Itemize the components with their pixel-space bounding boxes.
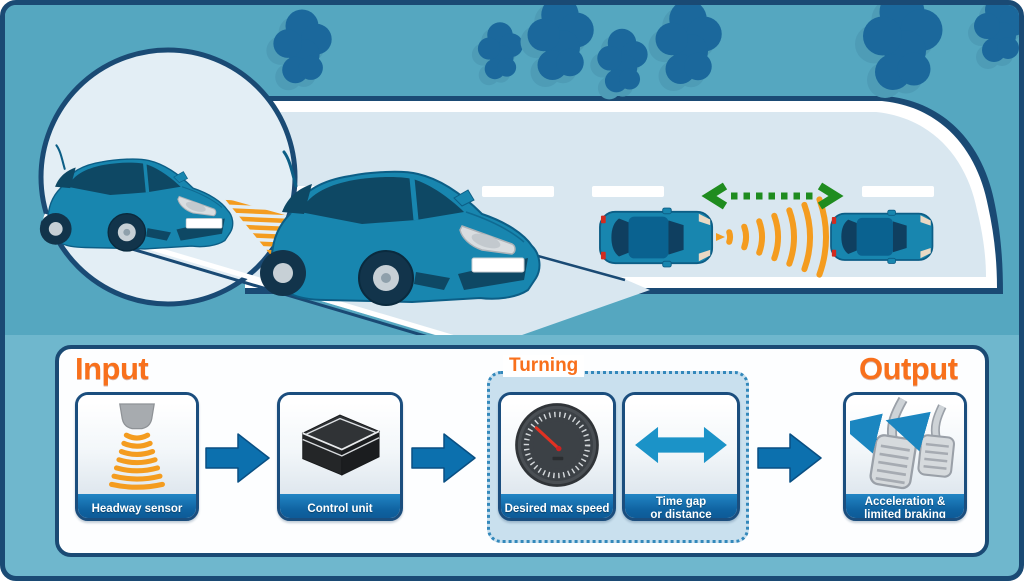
following-car-topdown [599, 207, 714, 268]
flow-arrow-icon [411, 433, 476, 483]
acceleration-braking-box: Acceleration & limited braking [843, 392, 967, 521]
road-scene-illustration [5, 5, 1019, 335]
input-heading: Input [75, 351, 149, 386]
flow-arrow-icon [205, 433, 270, 483]
output-heading: Output [859, 351, 958, 386]
box-label: Acceleration & limited braking [846, 494, 964, 518]
turning-heading: Turning [503, 355, 585, 377]
box-label: Control unit [280, 494, 400, 518]
box-label: Time gap or distance [625, 494, 737, 518]
radar-sensor-icon [78, 395, 196, 494]
box-label: Desired max speed [501, 494, 613, 518]
distance-arrow [701, 182, 844, 210]
control-unit-box: Control unit [277, 392, 403, 521]
desired-max-speed-box: Desired max speed [498, 392, 616, 521]
flow-arrow-icon [757, 433, 822, 483]
lead-car-topdown [830, 209, 934, 265]
flow-panel: Input Output Turning [55, 345, 989, 557]
time-gap-box: Time gap or distance [622, 392, 740, 521]
pedals-icon [846, 395, 964, 494]
radar-beam-topdown [716, 196, 829, 278]
double-arrow-icon [625, 395, 737, 494]
box-label: Headway sensor [78, 494, 196, 518]
speedometer-icon [501, 395, 613, 494]
control-box-icon [280, 395, 400, 494]
headway-sensor-box: Headway sensor [75, 392, 199, 521]
